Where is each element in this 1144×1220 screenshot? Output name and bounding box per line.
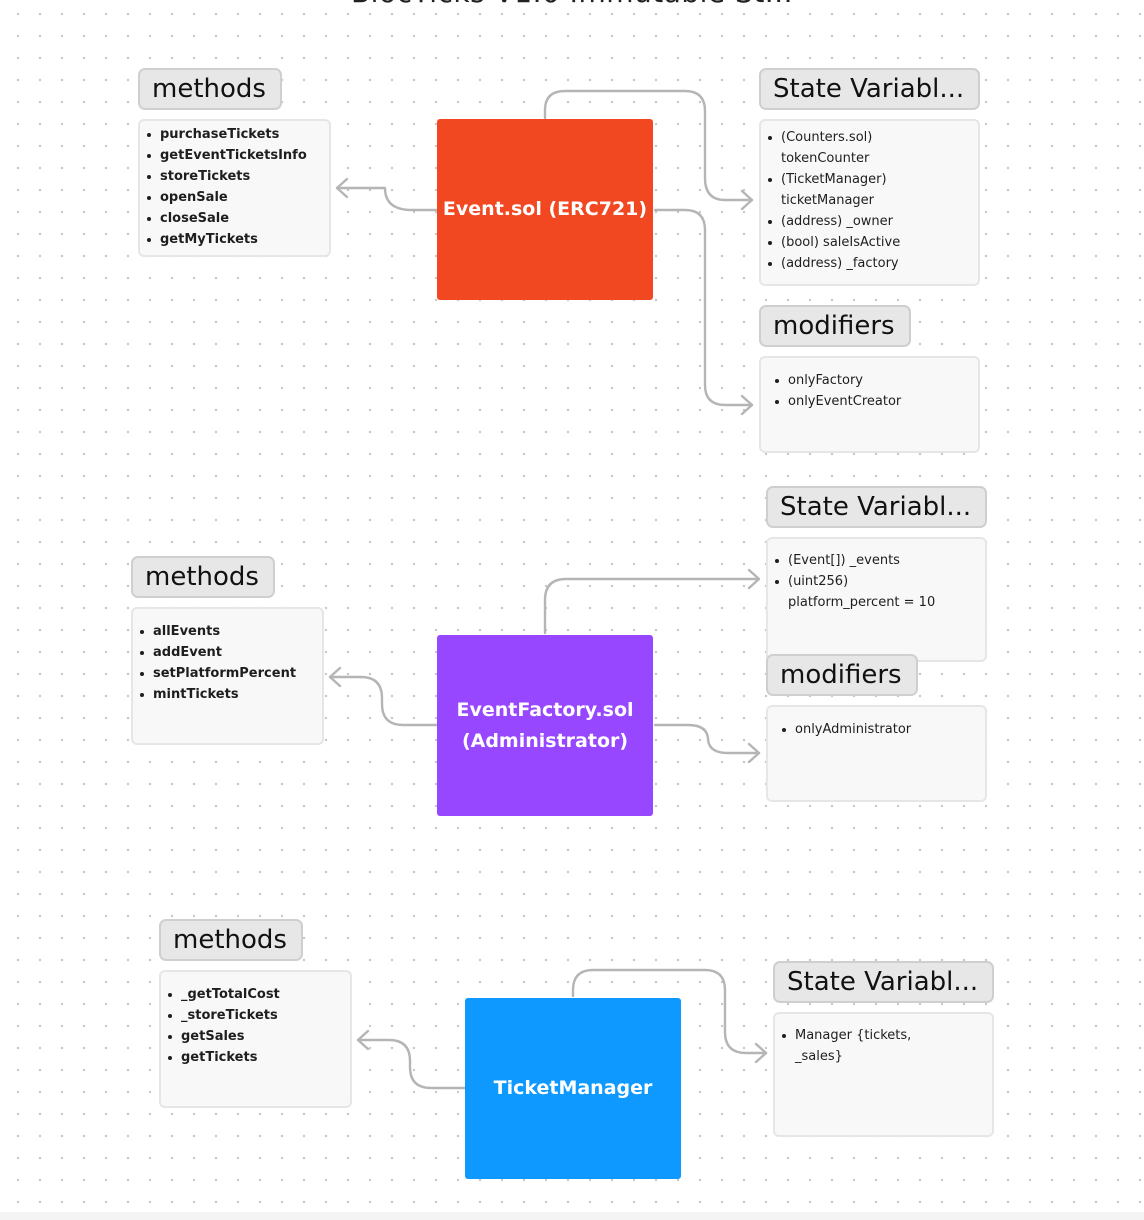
event-method-item: getMyTickets bbox=[140, 229, 329, 250]
ticket-methods-title: methods bbox=[159, 919, 303, 961]
factory-to-state-connector bbox=[543, 577, 761, 635]
event-method-item: storeTickets bbox=[140, 166, 329, 187]
event-modifiers-title: modifiers bbox=[759, 305, 911, 347]
event-method-item: purchaseTickets bbox=[140, 124, 329, 145]
factory-methods-list: allEvents addEvent setPlatformPercent mi… bbox=[133, 621, 322, 705]
factory-modifiers-list: onlyAdministrator bbox=[775, 719, 985, 740]
factory-method-item: setPlatformPercent bbox=[133, 663, 322, 684]
event-state-list: (Counters.sol) tokenCounter (TicketManag… bbox=[761, 127, 978, 274]
factory-state-list: (Event[]) _events (uint256) platform_per… bbox=[768, 550, 985, 613]
event-state-card: (Counters.sol) tokenCounter (TicketManag… bbox=[759, 119, 980, 286]
board-title: BlocTicks V1.0 Immutable St... bbox=[0, 0, 1144, 9]
ticket-method-item: getTickets bbox=[161, 1047, 350, 1068]
factory-modifiers-card: onlyAdministrator bbox=[766, 705, 987, 802]
ticket-methods-list: _getTotalCost _storeTickets getSales get… bbox=[161, 984, 350, 1068]
event-methods-title: methods bbox=[138, 68, 282, 110]
event-to-state-arrowhead bbox=[740, 189, 754, 211]
ticketmanager-block[interactable]: TicketManager bbox=[465, 998, 681, 1179]
event-state-item: (address) _owner bbox=[761, 211, 978, 232]
ticket-to-state-arrowhead bbox=[754, 1042, 768, 1064]
ticket-to-methods-arrowhead bbox=[356, 1029, 370, 1051]
ticket-state-title: State Variabl... bbox=[773, 961, 994, 1003]
ticket-methods-card: _getTotalCost _storeTickets getSales get… bbox=[159, 970, 352, 1108]
event-methods-card: purchaseTickets getEventTicketsInfo stor… bbox=[138, 119, 331, 257]
factory-modifier-item: onlyAdministrator bbox=[775, 719, 985, 740]
event-state-item: (address) _factory bbox=[761, 253, 978, 274]
factory-state-item: (Event[]) _events bbox=[768, 550, 985, 571]
event-method-item: getEventTicketsInfo bbox=[140, 145, 329, 166]
event-state-item: (TicketManager) ticketManager bbox=[761, 169, 978, 211]
event-to-modifiers-connector bbox=[653, 208, 754, 407]
factory-methods-card: allEvents addEvent setPlatformPercent mi… bbox=[131, 607, 324, 745]
event-state-title: State Variabl... bbox=[759, 68, 980, 110]
event-sol-block[interactable]: Event.sol (ERC721) bbox=[437, 119, 653, 300]
factory-method-item: addEvent bbox=[133, 642, 322, 663]
factory-to-state-arrowhead bbox=[747, 568, 761, 590]
event-modifier-item: onlyFactory bbox=[768, 370, 978, 391]
event-modifier-item: onlyEventCreator bbox=[768, 391, 978, 412]
factory-to-modifiers-arrowhead bbox=[747, 742, 761, 764]
event-modifiers-list: onlyFactory onlyEventCreator bbox=[768, 370, 978, 412]
event-methods-list: purchaseTickets getEventTicketsInfo stor… bbox=[140, 124, 329, 250]
event-modifiers-card: onlyFactory onlyEventCreator bbox=[759, 356, 980, 453]
factory-state-card: (Event[]) _events (uint256) platform_per… bbox=[766, 537, 987, 662]
ticket-method-item: _getTotalCost bbox=[161, 984, 350, 1005]
factory-to-methods-arrowhead bbox=[328, 666, 342, 688]
eventfactory-sol-block-label: EventFactory.sol (Administrator) bbox=[456, 698, 634, 752]
event-state-item: (bool) saleIsActive bbox=[761, 232, 978, 253]
event-sol-block-label: Event.sol (ERC721) bbox=[442, 198, 648, 220]
factory-method-item: mintTickets bbox=[133, 684, 322, 705]
event-to-methods-connector bbox=[335, 186, 439, 212]
factory-to-methods-connector bbox=[328, 675, 439, 727]
ticket-state-list: Manager {tickets, _sales} bbox=[775, 1025, 992, 1067]
factory-state-item: (uint256) platform_percent = 10 bbox=[768, 571, 985, 613]
event-method-item: closeSale bbox=[140, 208, 329, 229]
ticketmanager-block-label: TicketManager bbox=[493, 1077, 653, 1099]
ticket-method-item: getSales bbox=[161, 1026, 350, 1047]
factory-to-modifiers-connector bbox=[653, 723, 761, 755]
event-to-modifiers-arrowhead bbox=[740, 394, 754, 416]
ticket-state-item: Manager {tickets, _sales} bbox=[775, 1025, 992, 1067]
ticket-method-item: _storeTickets bbox=[161, 1005, 350, 1026]
factory-modifiers-title: modifiers bbox=[766, 654, 918, 696]
factory-method-item: allEvents bbox=[133, 621, 322, 642]
eventfactory-sol-block[interactable]: EventFactory.sol (Administrator) bbox=[437, 635, 653, 816]
ticket-to-methods-connector bbox=[356, 1038, 467, 1090]
canvas-bottom-edge bbox=[0, 1212, 1144, 1220]
ticket-state-card: Manager {tickets, _sales} bbox=[773, 1012, 994, 1137]
factory-state-title: State Variabl... bbox=[766, 486, 987, 528]
event-method-item: openSale bbox=[140, 187, 329, 208]
event-to-methods-arrowhead bbox=[335, 177, 349, 199]
event-state-item: (Counters.sol) tokenCounter bbox=[761, 127, 978, 169]
factory-methods-title: methods bbox=[131, 556, 275, 598]
